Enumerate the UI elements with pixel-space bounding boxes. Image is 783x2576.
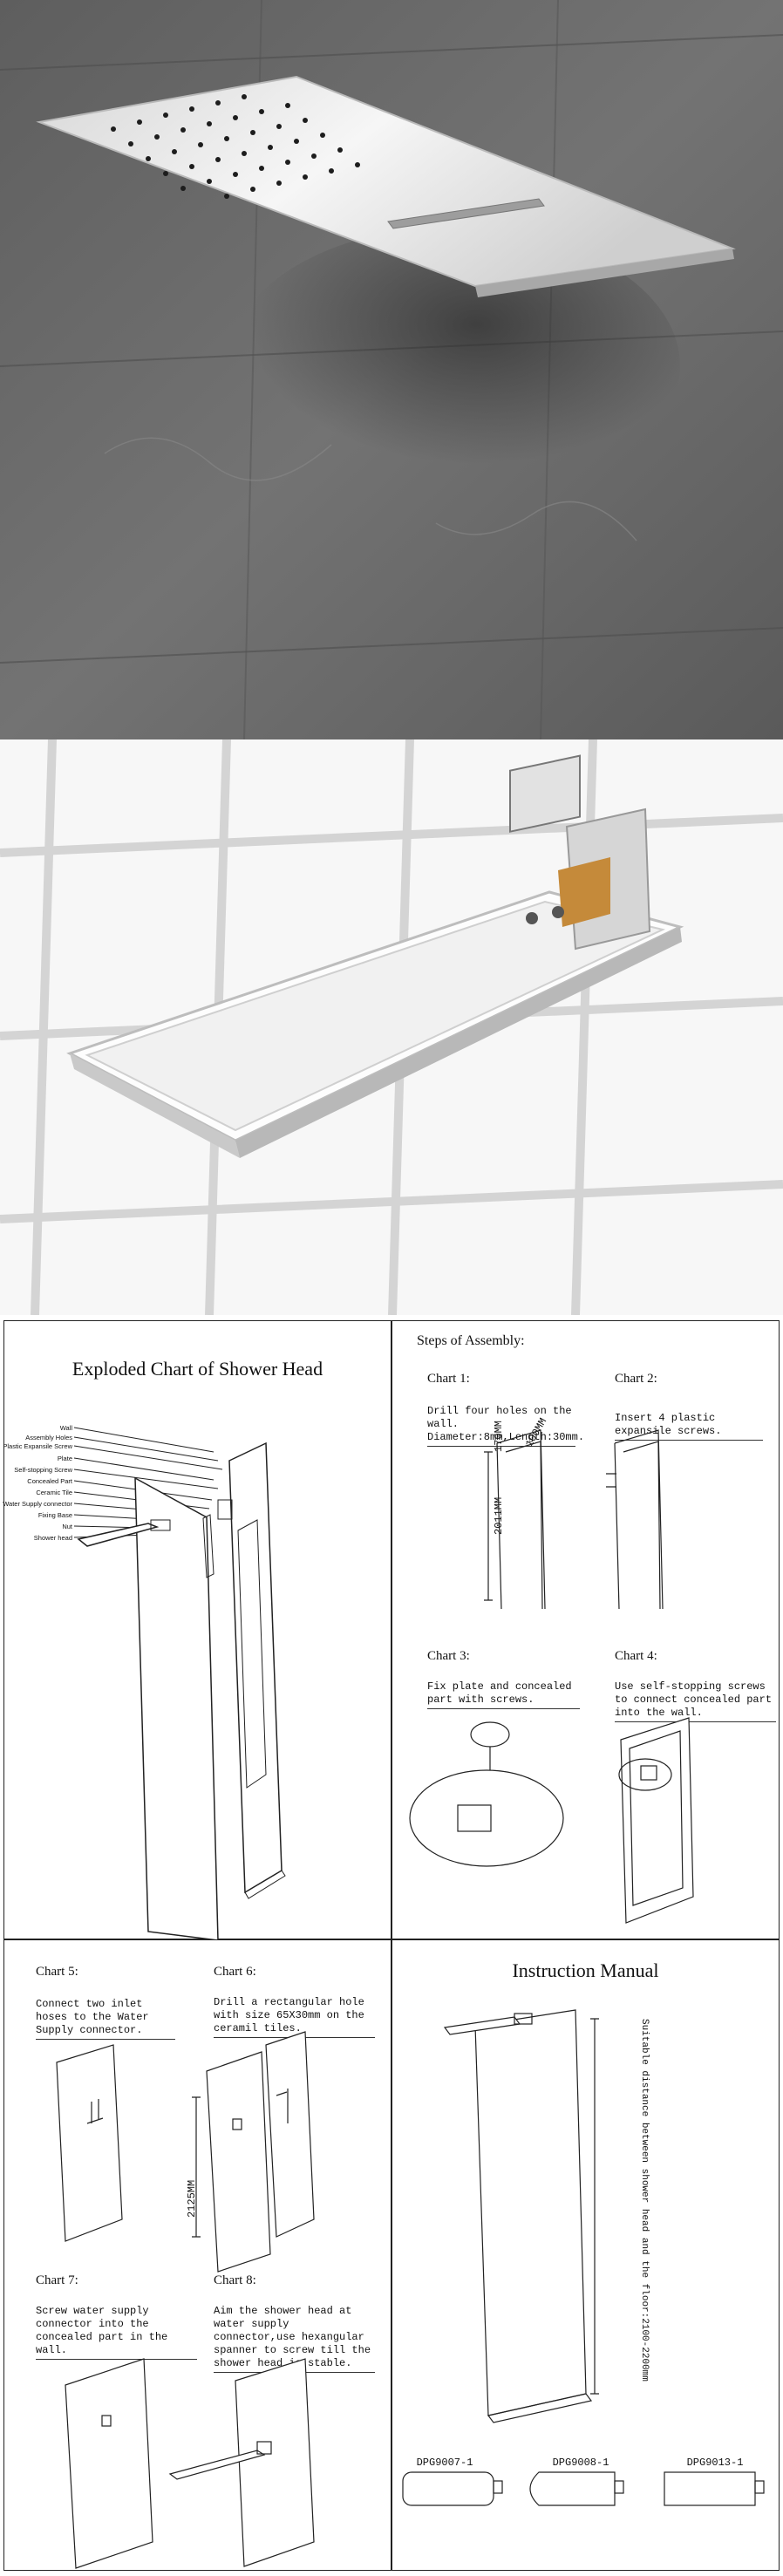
chart-6-caption: Drill a rectangular hole with size 65X30… (214, 1996, 375, 2038)
exploded-drawing (73, 1427, 286, 1941)
part-label: Fixing Base (37, 1511, 72, 1519)
part-label: Shower head (33, 1534, 72, 1542)
chart-3-caption: Fix plate and concealed part with screws… (427, 1680, 580, 1709)
part-label: Self-stopping Screw (14, 1466, 72, 1474)
part-label: Concealed Part (27, 1477, 72, 1485)
chart-4-caption: Use self-stopping screws to connect conc… (615, 1680, 776, 1722)
tile-wall-photo (0, 739, 783, 1315)
chart-1-label: Chart 1: (427, 1372, 470, 1386)
model-label: DPG9008-1 (552, 2457, 609, 2469)
part-label: Plastic Expansile Screw (3, 1442, 72, 1450)
steps-5-8-drawing (56, 2031, 315, 2569)
chart-8-caption: Aim the shower head at water supply conn… (214, 2305, 375, 2373)
chart-6-label: Chart 6: (214, 1965, 256, 1979)
exploded-chart-panel: Exploded Chart of Shower Head Wall Assem… (3, 1320, 392, 1941)
part-label: Wall (59, 1424, 72, 1432)
part-label: Water Supply connector (3, 1500, 72, 1508)
assembly-steps-panel-2: Chart 5: Connect two inlet hoses to the … (3, 1939, 392, 2571)
chart-4-label: Chart 4: (615, 1649, 657, 1663)
chart-7-label: Chart 7: (36, 2273, 78, 2287)
exploded-chart-title: Exploded Chart of Shower Head (71, 1358, 323, 1380)
assembly-steps-panel: Steps of Assembly: Chart 1: Drill four h… (392, 1320, 780, 1939)
chart-5-caption: Connect two inlet hoses to the Water Sup… (36, 1998, 175, 2040)
parts-list: Wall Assembly Holes Plastic Expansile Sc… (3, 1424, 72, 1564)
product-photo-wall-mounted (0, 0, 783, 739)
product-photo-tiles (0, 739, 783, 1315)
chart-3-label: Chart 3: (427, 1649, 470, 1663)
model-label: DPG9013-1 (686, 2457, 744, 2469)
assembly-heading: Steps of Assembly: (417, 1333, 525, 1348)
part-label: Ceramic Tile (36, 1489, 72, 1496)
chart-2-label: Chart 2: (615, 1372, 657, 1386)
part-label: Nut (62, 1523, 72, 1530)
chart-7-caption: Screw water supply connector into the co… (36, 2305, 197, 2360)
manual-title: Instruction Manual (512, 1959, 659, 1981)
chart-5-label: Chart 5: (36, 1965, 78, 1979)
steps-1-4-drawing (409, 1429, 694, 1924)
chart-2-caption: Insert 4 plastic expansile screws. (615, 1412, 763, 1441)
waterfall-slot (387, 198, 545, 229)
manual-drawing (402, 2009, 765, 2506)
brass-block (558, 857, 610, 927)
part-label: Assembly Holes (25, 1434, 72, 1441)
model-label: DPG9007-1 (416, 2457, 473, 2469)
chart-8-label: Chart 8: (214, 2273, 256, 2287)
nozzle-grid (111, 94, 360, 199)
instruction-manual-panel: Instruction Manual Suitable distance bet… (392, 1939, 780, 2571)
concealed-part (509, 754, 581, 833)
instruction-sheet: Exploded Chart of Shower Head Wall Assem… (0, 1315, 783, 2576)
chart-1-caption: Drill four holes on the wall. Diameter:8… (427, 1405, 584, 1447)
part-label: Plate (57, 1455, 72, 1462)
stone-wall-photo (0, 0, 783, 739)
